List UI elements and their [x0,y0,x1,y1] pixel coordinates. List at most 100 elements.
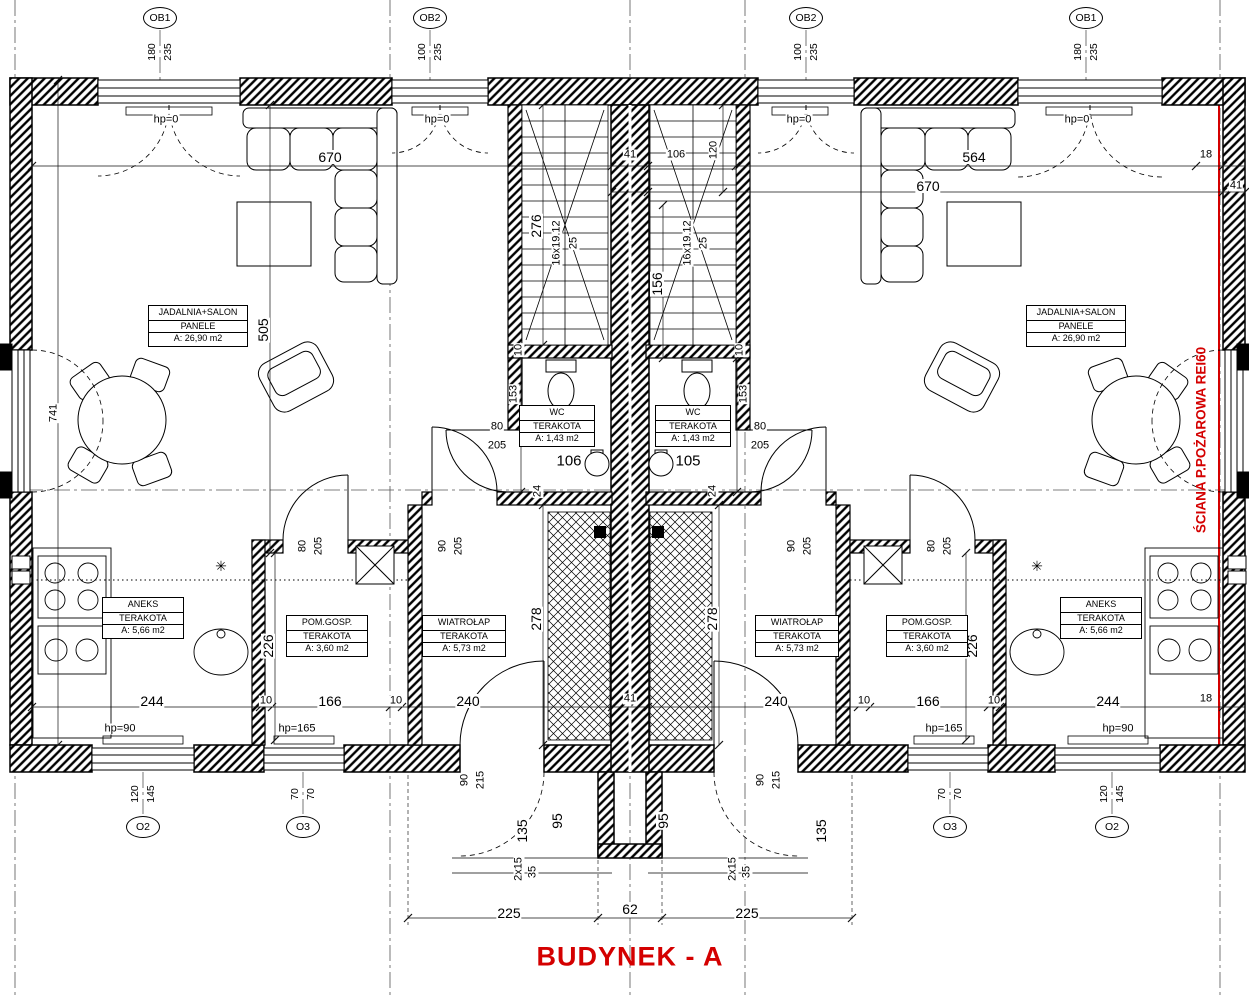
coffee-table-left [236,201,312,267]
dimension-label: 2x15 [726,856,739,882]
room-name: ANEKS [103,598,183,613]
room-name: WIATROŁAP [756,616,838,631]
dimension-label: 278 [528,606,544,632]
marker-size-label: 180 [1071,43,1084,61]
dimension-label: 225 [496,905,522,921]
dimension-label: 205 [749,439,771,452]
wall-vents [11,555,1247,585]
room-floor: PANELE [1027,321,1125,334]
marker-size-label: 235 [161,43,174,61]
opening-marker: OB1 [1069,7,1103,29]
dimension-label: 153 [737,383,750,405]
dimension-label: 25 [567,235,580,251]
room-name: WC [520,406,594,421]
dimension-label: 225 [734,905,760,921]
porch-extent-lines [407,775,853,925]
vestibule-mat-left [547,511,611,741]
dimension-label: 18 [1198,692,1214,705]
dimension-label: 10 [856,694,872,707]
dimension-label: 166 [317,693,343,709]
marker-size-label: 70 [951,788,964,800]
dimension-label: 16x19.12 [681,219,694,267]
marker-size-label: 180 [145,43,158,61]
dimension-label: 10 [512,342,525,358]
room-floor: TERAKOTA [423,631,505,644]
marker-size-label: 145 [144,785,157,803]
room-floor: TERAKOTA [756,631,838,644]
room-area: A: 1,43 m2 [671,433,715,444]
dimension-label: 215 [474,769,487,791]
thresholds [594,526,664,538]
dimension-label: 35 [526,864,539,880]
dimension-label: hp=90 [103,722,137,735]
dimension-label: 105 [675,452,701,470]
dimension-label: 24 [531,483,544,499]
dimension-label: 278 [704,606,720,632]
dimension-label: 205 [312,535,325,557]
room-floor: PANELE [149,321,247,334]
opening-marker: OB2 [413,7,447,29]
dimension-label: 135 [813,818,829,844]
dimension-label: 2x15 [512,856,525,882]
marker-size-label: 100 [415,43,428,61]
dimension-label: 80 [296,538,309,554]
room-name: JADALNIA+SALON [1027,306,1125,321]
dimension-label: hp=0 [1063,113,1091,126]
dimension-label: hp=0 [785,113,813,126]
room-name: WIATROŁAP [423,616,505,631]
dimension-label: 95 [549,812,565,830]
room-floor: TERAKOTA [287,631,367,644]
kitchen-right [1009,547,1224,739]
dimension-label: 564 [961,149,987,165]
dimension-label: 135 [514,818,530,844]
room-area: A: 5,73 m2 [775,643,819,654]
dimension-label: 90 [754,772,767,788]
room-floor: TERAKOTA [887,631,967,644]
room-area: A: 26,90 m2 [173,333,223,344]
marker-size-label: 70 [304,788,317,800]
marker-size-label: 235 [431,43,444,61]
dimension-label: 10 [733,342,746,358]
dimension-label: 80 [489,420,505,433]
room-area: A: 5,66 m2 [1079,625,1123,636]
washer-left [355,545,395,585]
marker-size-label: 145 [1113,785,1126,803]
marker-size-label: 120 [128,785,141,803]
room-floor: TERAKOTA [1061,613,1141,626]
toilet-left [545,359,577,410]
party-wall [610,104,650,773]
marker-size-label: 70 [935,788,948,800]
dimension-label: 10 [388,694,404,707]
dimension-label: 90 [436,538,449,554]
dimension-label: 41 [622,692,638,705]
dimension-label: 226 [260,633,276,659]
windows [0,79,1249,771]
dimension-label: 240 [455,693,481,709]
opening-marker: O2 [126,816,160,838]
dimension-label: 41 [1228,179,1244,192]
armchair-left [257,341,335,413]
dimension-label: hp=0 [152,113,180,126]
dimension-label: 215 [770,769,783,791]
dining-set-right [1083,357,1191,487]
washer-right [863,545,903,585]
dimension-label: hp=165 [924,722,964,735]
dining-set-left [67,357,173,487]
room-area: A: 5,66 m2 [121,625,165,636]
dimension-label: ✳ [215,558,227,574]
washbasin-left [584,449,610,477]
sofa-right [860,107,1016,285]
vestibule-mat-right [649,511,713,741]
marker-size-label: 235 [1087,43,1100,61]
toilet-right [681,359,713,410]
dimension-label: 505 [255,317,271,343]
dimension-label: 205 [486,439,508,452]
marker-size-label: 100 [791,43,804,61]
